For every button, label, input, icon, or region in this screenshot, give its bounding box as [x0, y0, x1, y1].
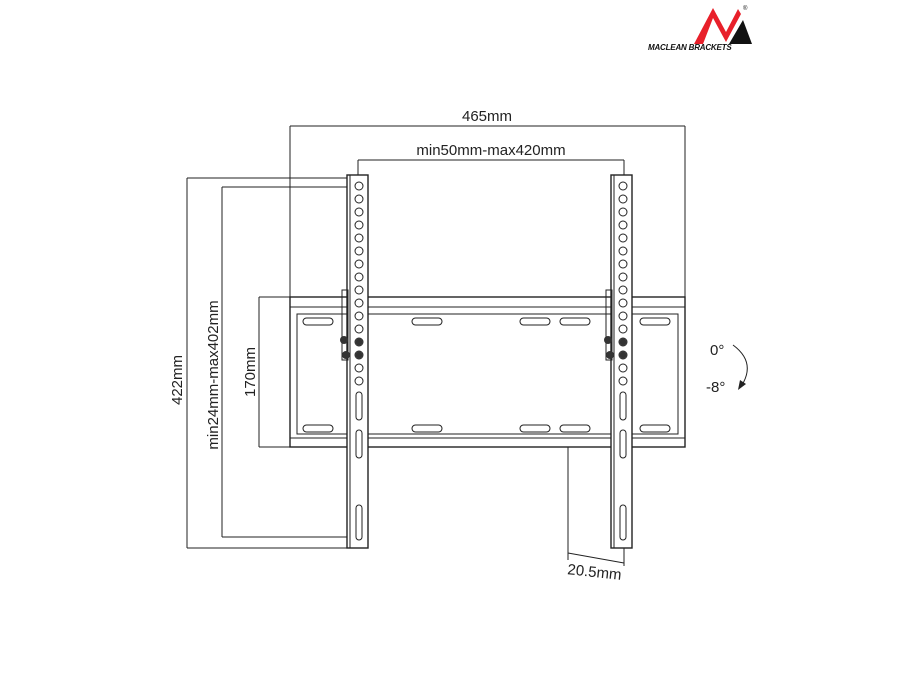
plate-slot	[559, 317, 591, 326]
mount-hole	[354, 363, 364, 373]
vertical-arm-left	[340, 174, 369, 549]
mount-hole	[618, 259, 628, 269]
mount-hole	[618, 324, 628, 334]
mount-hole	[618, 194, 628, 204]
arm-body	[346, 174, 369, 549]
mount-hole	[354, 337, 364, 347]
logo-mark-black	[729, 20, 752, 44]
plate-slot	[411, 317, 443, 326]
knob-icon	[342, 351, 350, 359]
mount-hole	[354, 350, 364, 360]
plate-slot	[302, 424, 334, 433]
mount-hole	[618, 233, 628, 243]
plate-slot	[639, 317, 671, 326]
logo-text: MACLEAN BRACKETS	[648, 43, 732, 52]
mount-hole	[354, 311, 364, 321]
dimension-vesa-horizontal: min50mm-max420mm	[357, 142, 625, 182]
mount-hole	[354, 376, 364, 386]
mount-hole	[618, 337, 628, 347]
mount-hole	[354, 220, 364, 230]
label-tilt-bottom: -8°	[706, 379, 725, 396]
tilt-arrow-icon	[738, 380, 746, 390]
mount-hole	[618, 207, 628, 217]
arm-slot	[619, 504, 627, 541]
knob-icon	[606, 351, 614, 359]
tilt-indicator: 0° -8°	[706, 342, 748, 396]
vertical-arm-right	[604, 174, 633, 549]
mount-hole	[618, 285, 628, 295]
label-tilt-top: 0°	[710, 342, 724, 359]
arm-body	[610, 174, 633, 549]
bolt-icon	[619, 338, 627, 346]
plate-slot	[519, 424, 551, 433]
dimension-overall-width: 465mm	[289, 108, 686, 300]
arm-slot	[355, 391, 363, 421]
mount-hole	[354, 285, 364, 295]
tilt-bracket	[605, 289, 613, 361]
tilt-bracket	[341, 289, 349, 361]
label-vesa-horizontal: min50mm-max420mm	[416, 142, 565, 159]
mount-hole	[354, 298, 364, 308]
tilt-arc-icon	[732, 344, 748, 386]
mount-hole	[354, 207, 364, 217]
dimension-vesa-vertical: min24mm-max402mm	[205, 186, 350, 538]
plate-slot	[411, 424, 443, 433]
mount-hole	[618, 298, 628, 308]
dimension-wall-distance: 20.5mm	[567, 447, 625, 584]
plate-slot	[559, 424, 591, 433]
mount-hole	[354, 272, 364, 282]
arm-slot	[619, 391, 627, 421]
mount-hole	[618, 350, 628, 360]
plate-slots	[302, 317, 671, 433]
knob-icon	[604, 336, 612, 344]
mount-hole	[354, 194, 364, 204]
bolt-icon	[619, 351, 627, 359]
mount-hole	[618, 311, 628, 321]
plate-slot	[639, 424, 671, 433]
knob-icon	[340, 336, 348, 344]
arm-slot	[355, 504, 363, 541]
label-overall-width: 465mm	[462, 108, 512, 125]
label-vesa-vertical: min24mm-max402mm	[205, 300, 222, 449]
bolt-icon	[355, 338, 363, 346]
arm-slot	[355, 429, 363, 459]
mount-hole	[618, 246, 628, 256]
mount-hole	[618, 376, 628, 386]
dimension-overall-height: 422mm	[169, 177, 350, 549]
mount-hole	[618, 272, 628, 282]
mount-hole	[354, 246, 364, 256]
mount-hole	[354, 259, 364, 269]
mount-hole	[618, 220, 628, 230]
arm-slot	[619, 429, 627, 459]
label-wall-distance: 20.5mm	[567, 561, 623, 584]
maclean-logo: ® MACLEAN BRACKETS	[648, 5, 752, 52]
label-overall-height: 422mm	[169, 355, 186, 405]
mount-hole	[354, 324, 364, 334]
mount-hole	[354, 181, 364, 191]
plate-slot	[519, 317, 551, 326]
dimension-plate-height: 170mm	[242, 296, 292, 448]
logo-mark-red	[694, 8, 741, 44]
mount-hole	[354, 233, 364, 243]
logo-registered: ®	[743, 5, 748, 12]
mount-hole	[618, 363, 628, 373]
label-plate-height: 170mm	[242, 347, 259, 397]
plate-slot	[302, 317, 334, 326]
bolt-icon	[355, 351, 363, 359]
mount-hole	[618, 181, 628, 191]
